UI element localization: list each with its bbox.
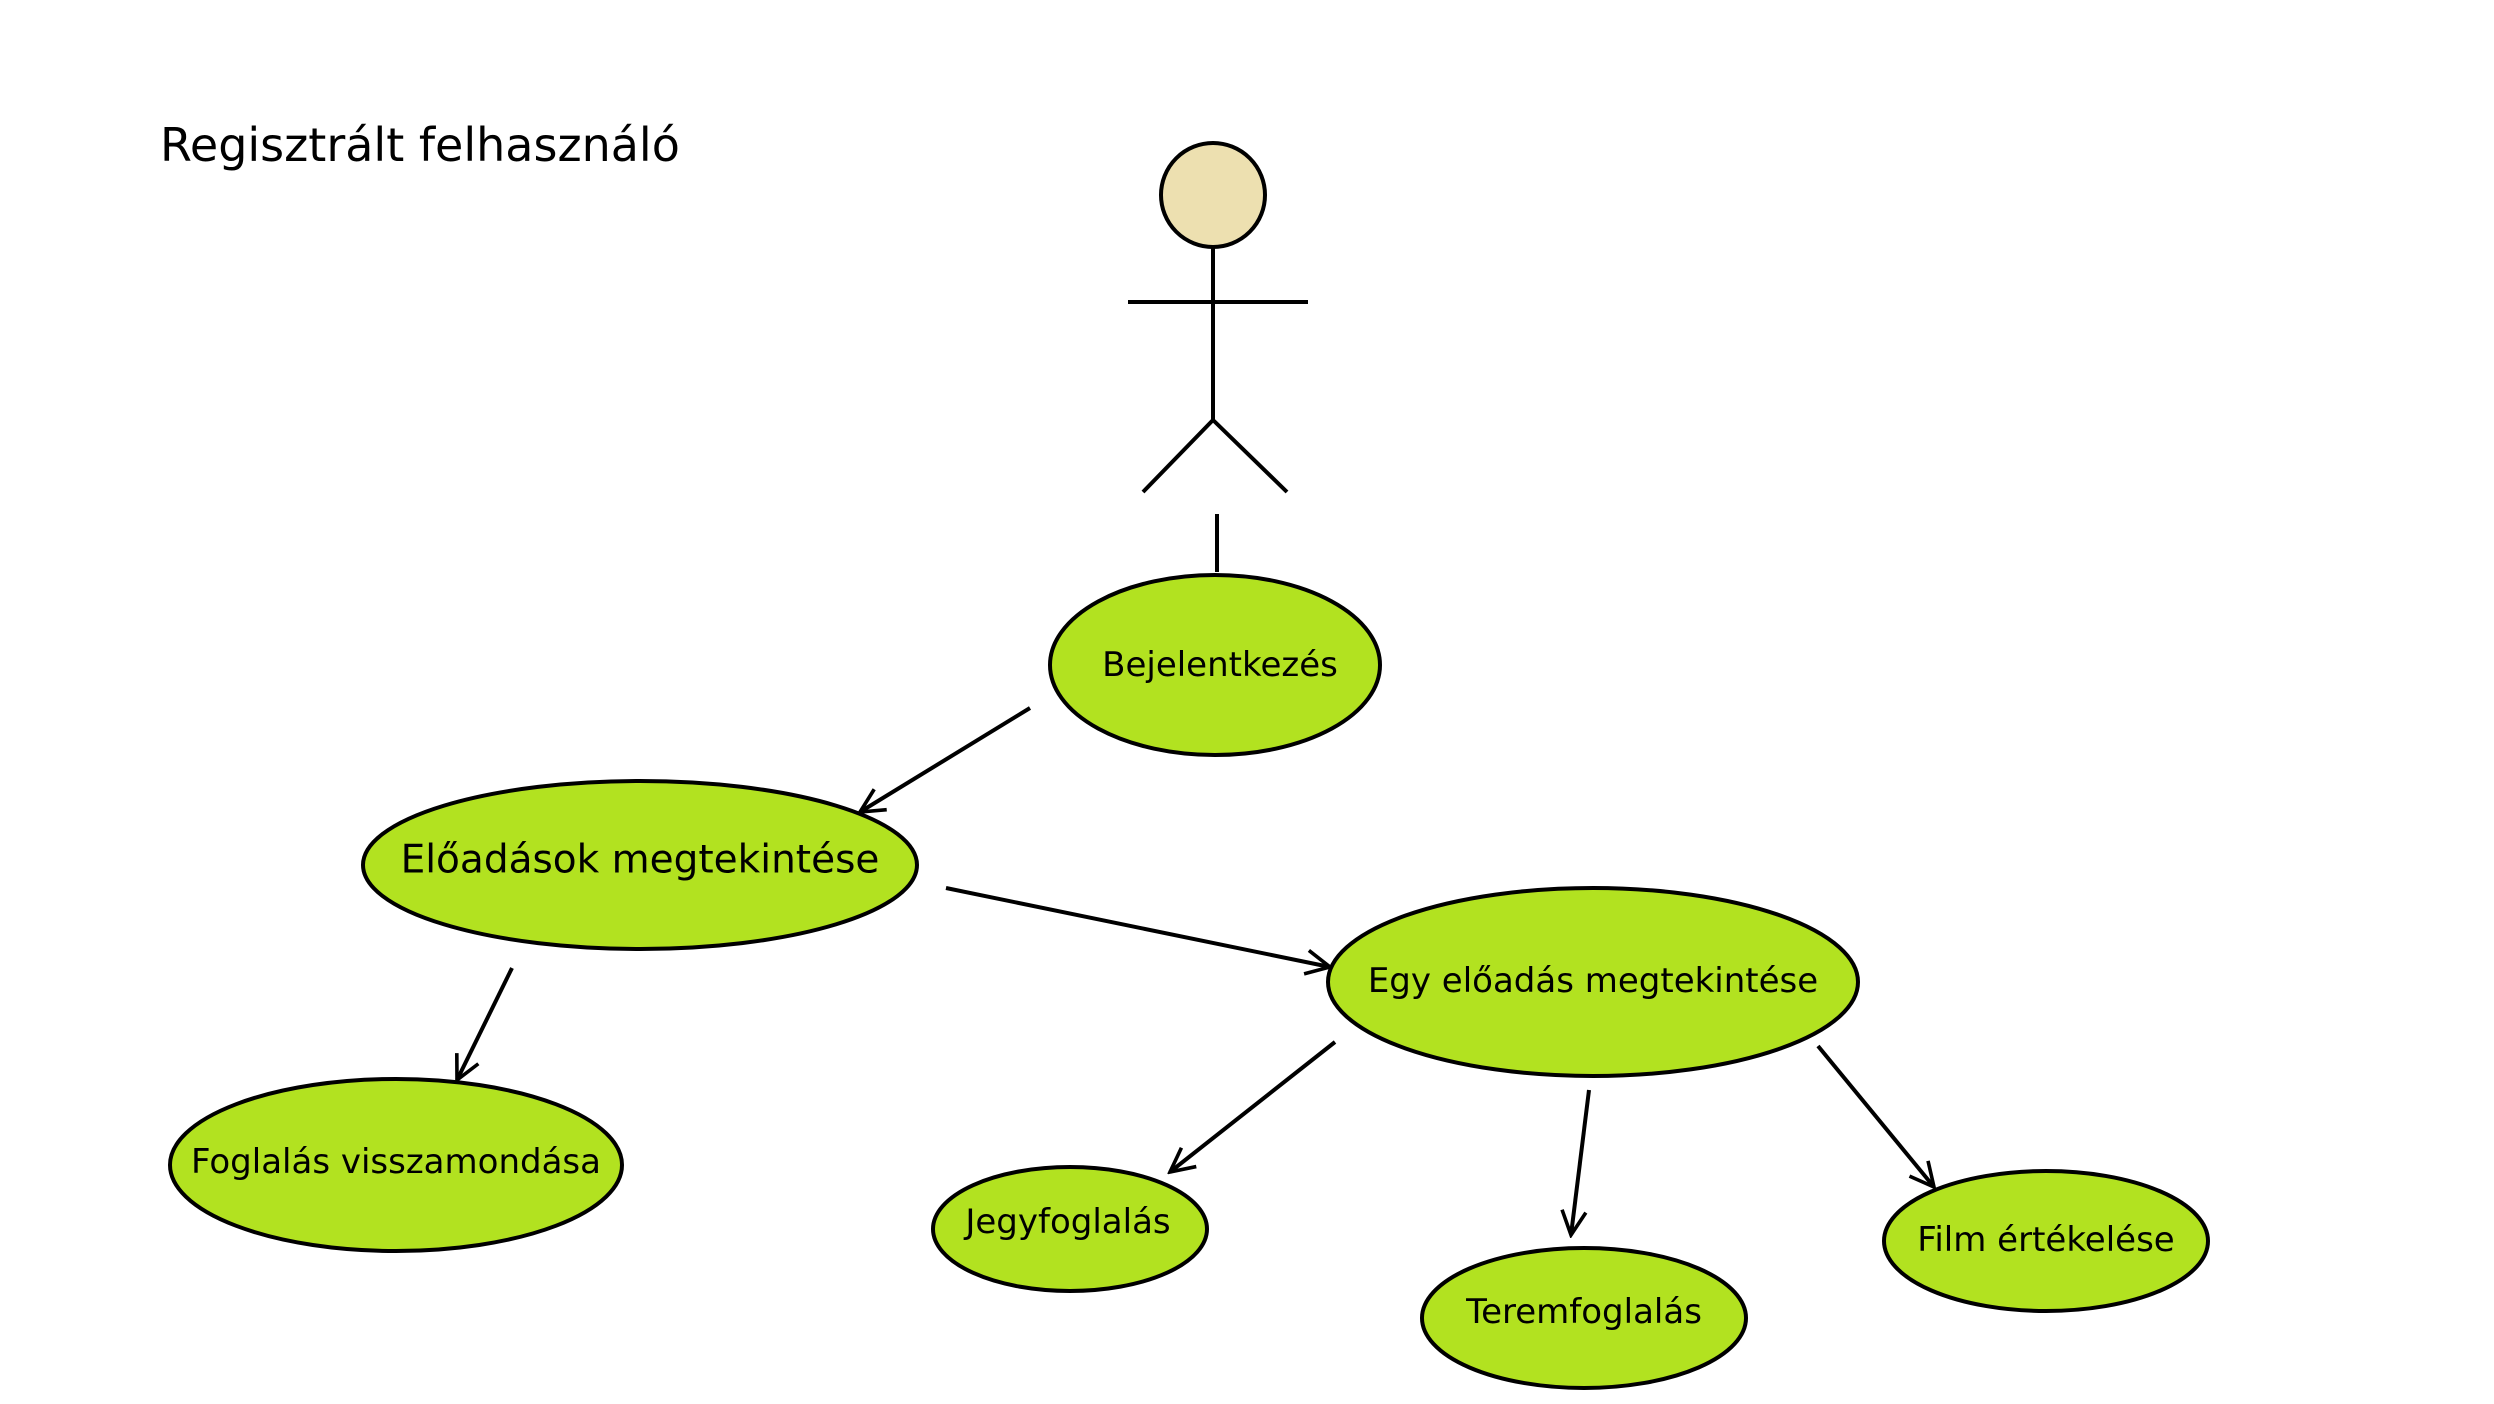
arrows <box>457 706 1934 1235</box>
usecase-ellipse <box>1882 1169 2210 1313</box>
page-title: Regisztrált felhasználó <box>160 118 680 172</box>
usecase-label: Teremfoglalás <box>1465 1292 1702 1332</box>
arrow-egy-eloadas-to-jegyfoglalas <box>1170 1040 1337 1172</box>
usecase-label: Bejelentkezés <box>1102 645 1338 685</box>
actor-left-leg <box>1141 418 1215 494</box>
usecase-label: Egy előadás megtekintése <box>1368 961 1818 1001</box>
arrow-egy-eloadas-to-teremfoglalas <box>1571 1089 1591 1235</box>
arrow-eloadasok-to-foglalas-visszamondasa <box>457 967 514 1080</box>
usecase-eloadasok-megtekintese: Előadások megtekintése <box>361 779 919 951</box>
usecase-ellipse <box>361 779 919 951</box>
usecase-jegyfoglalas: Jegyfoglalás <box>931 1165 1209 1293</box>
usecase-bejelentkezes: Bejelentkezés <box>1048 573 1382 757</box>
arrow-bejelentkezes-to-eloadasok <box>860 706 1032 812</box>
usecase-egy-eloadas-megtekintese: Egy előadás megtekintése <box>1326 886 1860 1078</box>
usecase-label: Jegyfoglalás <box>963 1202 1170 1242</box>
arrow-eloadasok-to-egy-eloadas <box>945 886 1330 967</box>
arrow-egy-eloadas-to-film-ertekelese <box>1816 1044 1934 1187</box>
usecase-teremfoglalas: Teremfoglalás <box>1420 1246 1748 1390</box>
usecase-ellipse <box>1420 1246 1748 1390</box>
usecase-film-ertekelese: Film értékelése <box>1882 1169 2210 1313</box>
usecase-label: Előadások megtekintése <box>401 838 880 883</box>
usecase-label: Foglalás visszamondása <box>191 1142 601 1182</box>
usecase-ellipse <box>168 1077 624 1253</box>
usecase-label: Film értékelése <box>1917 1220 2174 1260</box>
usecase-ellipse <box>1326 886 1860 1078</box>
actor-head <box>1159 141 1267 249</box>
usecase-foglalas-visszamondasa: Foglalás visszamondása <box>168 1077 624 1253</box>
actor-right-leg <box>1211 418 1289 494</box>
stick-figure-actor-icon <box>1128 141 1308 494</box>
usecase-ellipse <box>931 1165 1209 1293</box>
usecase-ellipse <box>1048 573 1382 757</box>
